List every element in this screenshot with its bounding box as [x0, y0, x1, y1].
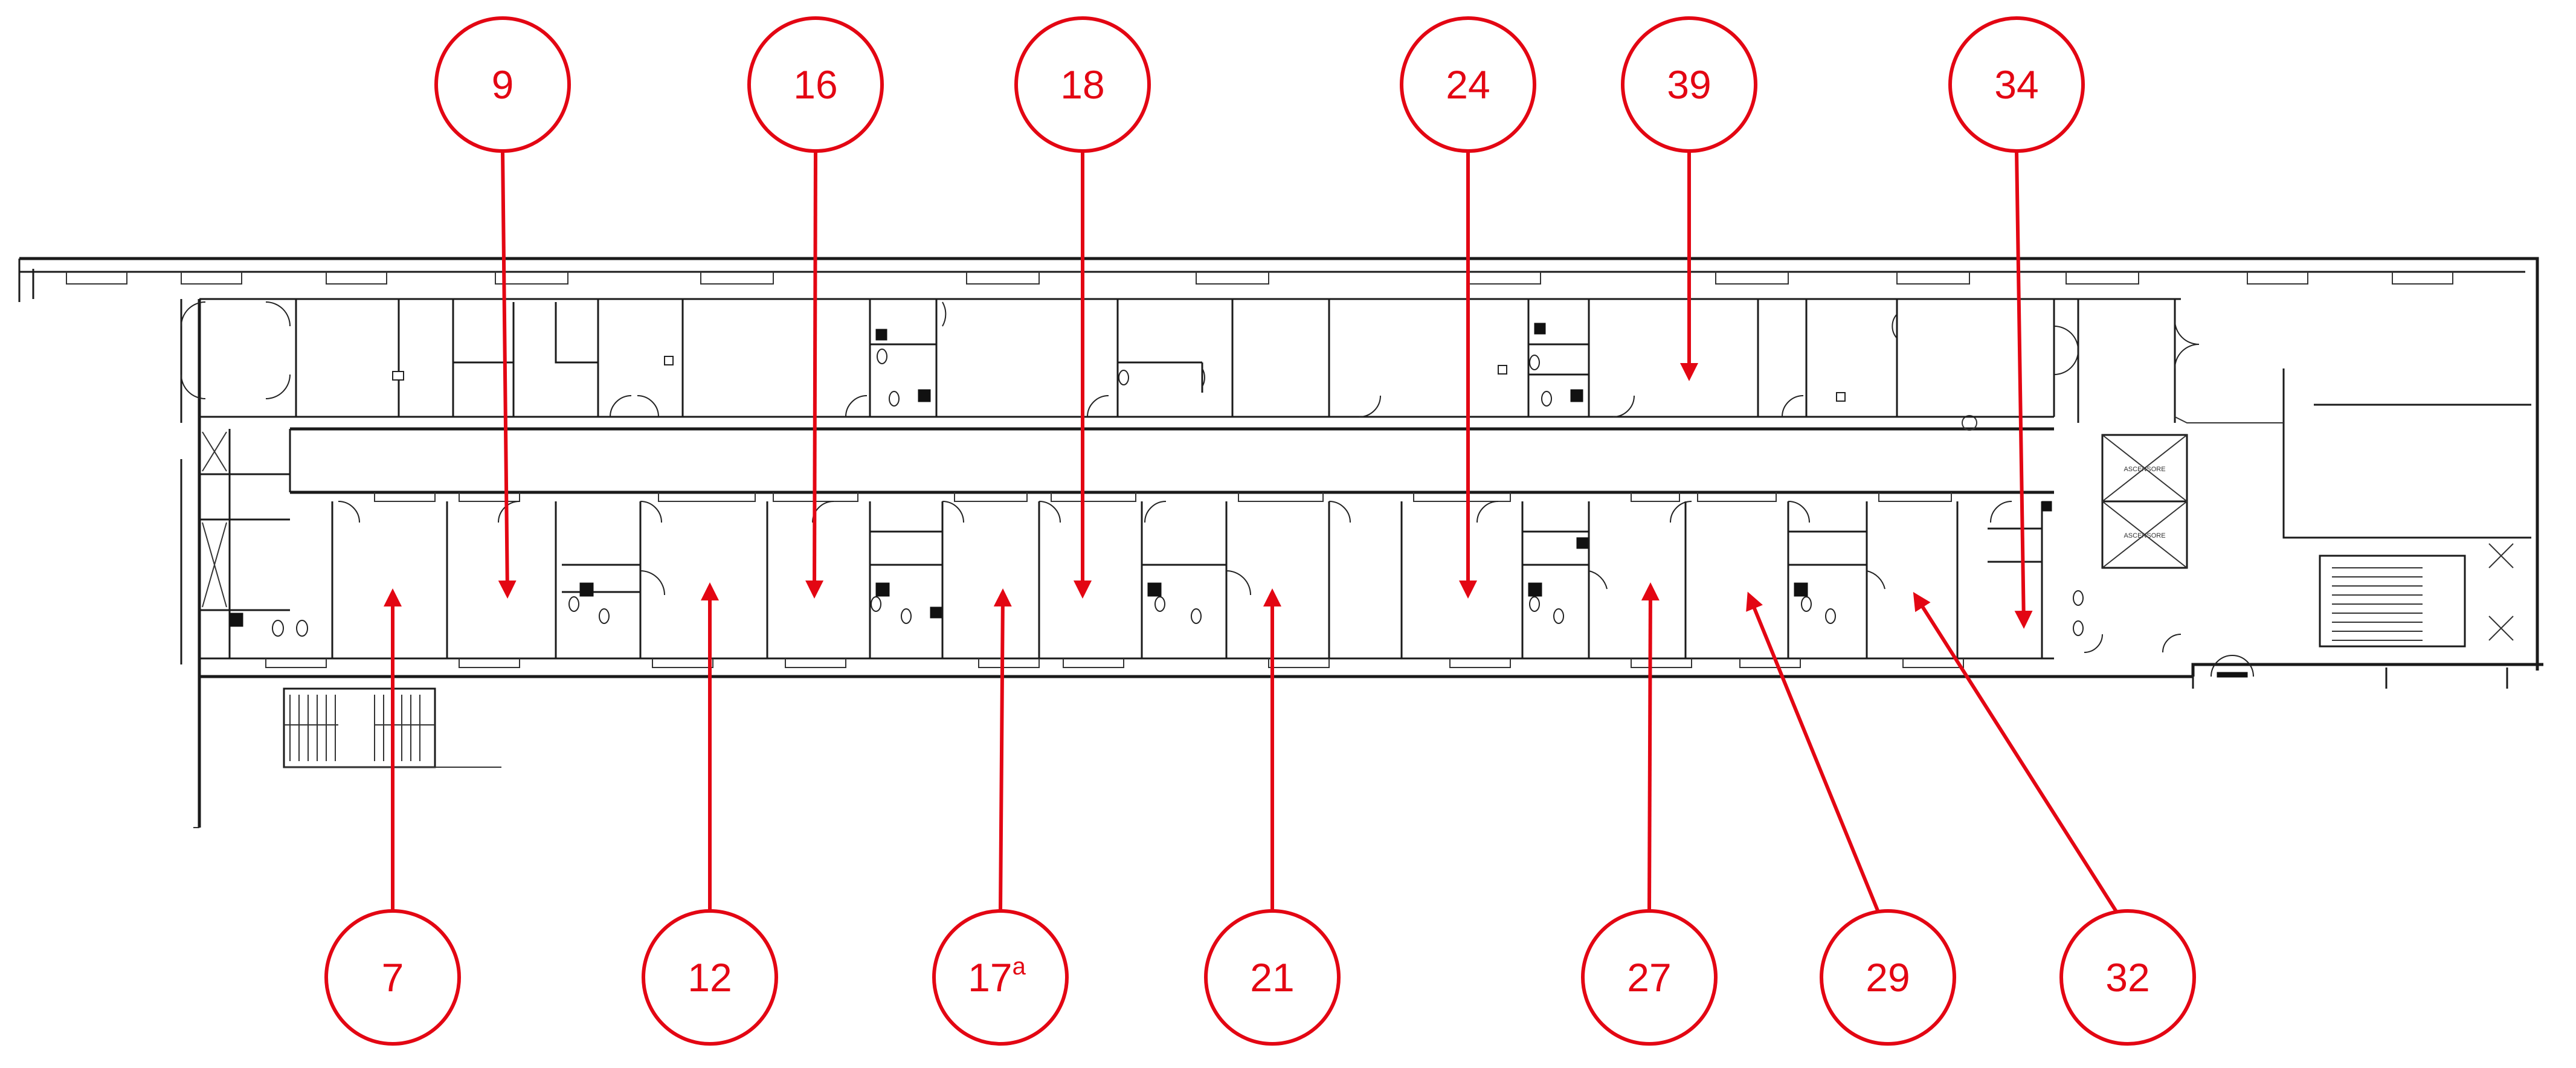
- label-room-39: 39: [1621, 16, 1757, 381]
- label-room-24-text: 24: [1446, 62, 1490, 107]
- label-room-17a-text: 17a: [968, 953, 1026, 1000]
- annotations-top: 9 16 18 24 39 34: [434, 16, 2085, 629]
- elevator-label-2: ASCENSORE: [2124, 532, 2165, 539]
- label-room-32-text: 32: [2105, 955, 2149, 1000]
- label-room-21-text: 21: [1250, 955, 1294, 1000]
- annotations-bottom: 7 12 17a 21 27 29 32: [324, 582, 2196, 1046]
- label-room-21: 21: [1204, 588, 1341, 1046]
- label-room-32: 32: [1913, 591, 2196, 1046]
- label-room-29-text: 29: [1866, 955, 1910, 1000]
- label-room-16-text: 16: [793, 62, 837, 107]
- label-room-7-text: 7: [382, 955, 404, 1000]
- label-room-12: 12: [642, 582, 778, 1046]
- label-room-7: 7: [324, 588, 461, 1046]
- label-room-18: 18: [1014, 16, 1151, 599]
- label-room-17a-sup: a: [1013, 953, 1026, 980]
- fixtures: [229, 323, 2084, 637]
- label-room-17a-number: 17: [968, 955, 1012, 1000]
- label-room-9-text: 9: [492, 62, 514, 107]
- label-room-12-text: 12: [687, 955, 732, 1000]
- label-room-24: 24: [1400, 16, 1536, 599]
- top-rooms: [180, 298, 2284, 423]
- building-outline: [18, 257, 2543, 828]
- label-room-18-text: 18: [1060, 62, 1104, 107]
- stairs-elevators: ASCENSORE ASCENSORE: [283, 434, 2514, 768]
- elevator-label: ASCENSORE: [2124, 466, 2165, 473]
- label-room-27: 27: [1581, 582, 1718, 1046]
- label-room-16: 16: [747, 16, 884, 599]
- bottom-rooms: [199, 492, 2054, 668]
- left-wing: [181, 301, 291, 658]
- label-room-34: 34: [1948, 16, 2085, 629]
- doors: [338, 301, 2254, 678]
- corridor: [289, 415, 2054, 494]
- label-room-29: 29: [1746, 591, 1956, 1046]
- label-room-39-text: 39: [1667, 62, 1711, 107]
- label-room-17a: 17a: [932, 588, 1069, 1046]
- label-room-27-text: 27: [1627, 955, 1671, 1000]
- label-room-34-text: 34: [1994, 62, 2038, 107]
- label-room-9: 9: [434, 16, 571, 599]
